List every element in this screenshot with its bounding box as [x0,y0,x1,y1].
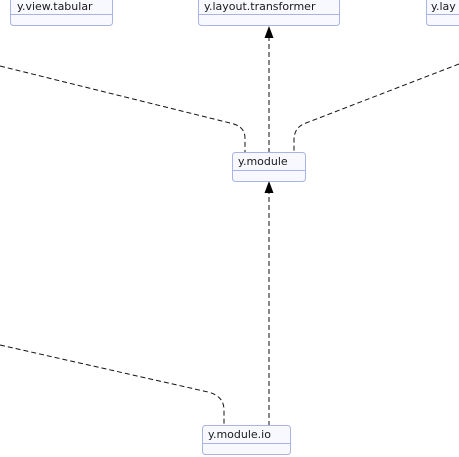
arrowhead-module [264,181,274,193]
node-layout-transformer-label: y.layout.transformer [204,0,316,13]
node-layout-partial[interactable]: y.lay [426,0,459,26]
node-view-tabular[interactable]: y.view.tabular [10,0,113,26]
node-view-tabular-label: y.view.tabular [17,0,93,13]
arrowhead-layout-transformer [264,26,274,38]
edge-left-into-module-io [0,344,225,426]
node-module-label: y.module [238,155,288,168]
node-module[interactable]: y.module [232,152,306,182]
node-module-io[interactable]: y.module.io [202,425,291,455]
node-layout-partial-label: y.lay [431,0,456,13]
node-module-io-label: y.module.io [208,428,271,441]
edge-right-into-module [293,63,459,153]
edge-left-into-module [0,65,246,153]
node-layout-transformer[interactable]: y.layout.transformer [198,0,340,26]
